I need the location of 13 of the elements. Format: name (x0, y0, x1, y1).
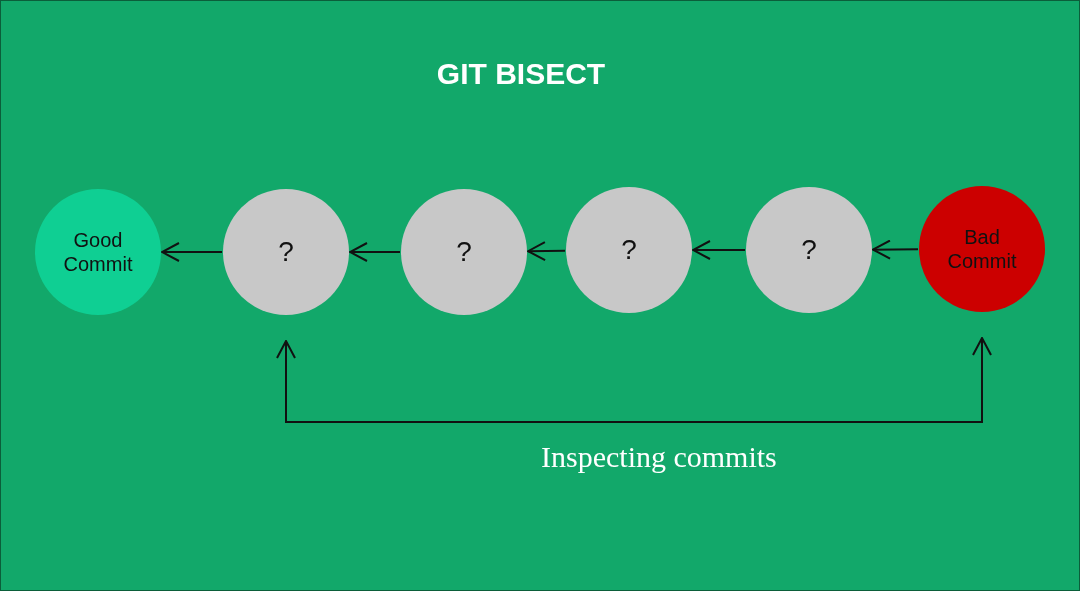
arrow (692, 240, 746, 260)
commit-label: ? (456, 236, 472, 268)
arrow (276, 337, 992, 423)
diagram-title: GIT BISECT (435, 57, 607, 91)
arrow (527, 241, 566, 261)
arrow (349, 242, 401, 262)
arrow (161, 242, 223, 262)
commit-label: ? (801, 234, 817, 266)
commit-label: Good Commit (62, 228, 134, 276)
commit-label: Bad Commit (946, 225, 1018, 273)
arrow (872, 239, 919, 260)
commit-label: ? (278, 236, 294, 268)
commit-label: ? (621, 234, 637, 266)
